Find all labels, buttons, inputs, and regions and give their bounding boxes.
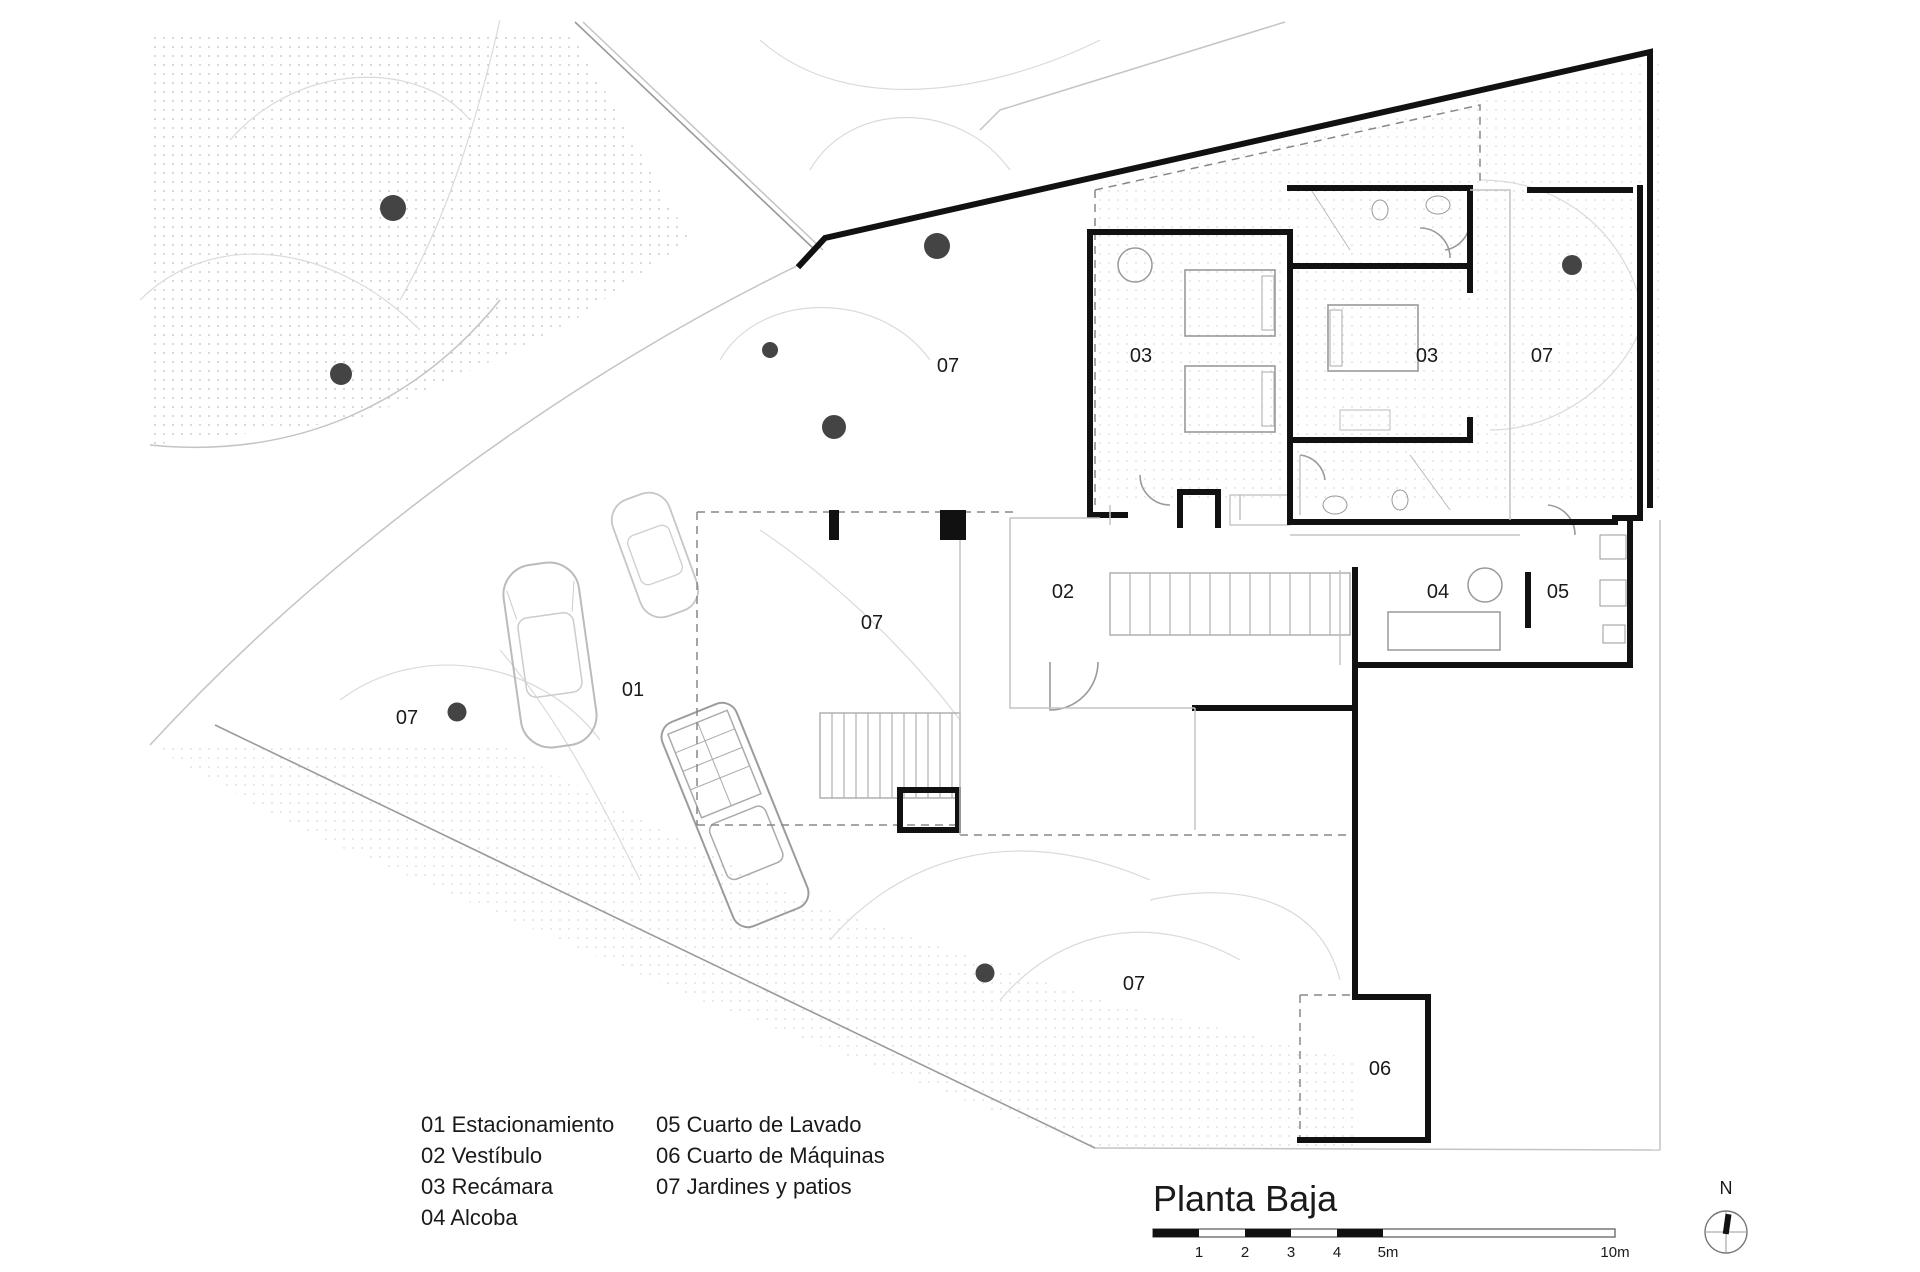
pickup-truck-icon — [660, 701, 810, 929]
north-label: N — [1720, 1178, 1733, 1198]
stairs-interior — [1109, 494, 1351, 636]
room-label-laundry: 05 — [1547, 581, 1569, 603]
tree-icon — [330, 363, 352, 385]
tree-icon — [1562, 255, 1582, 275]
room-label-alcove: 04 — [1427, 581, 1449, 603]
north-arrow-icon: N — [1704, 1178, 1748, 1254]
tree-icon — [380, 195, 406, 221]
scale-bar: 1 2 3 4 5m 10m — [1152, 1228, 1630, 1261]
room-label-parking: 01 — [622, 679, 644, 701]
room-label-machine-room: 06 — [1369, 1058, 1391, 1080]
bed-icon — [1184, 365, 1276, 433]
tree-icon — [762, 342, 778, 358]
room-label-bedroom-2: 03 — [1416, 345, 1438, 367]
roof-outline — [696, 104, 1481, 1140]
tree-icon — [924, 233, 950, 259]
legend-item: 07 Jardines y patios — [656, 1174, 852, 1199]
boundary-line-nw — [574, 21, 816, 251]
scale-label: 3 — [1287, 1244, 1295, 1261]
scale-label: 10m — [1600, 1244, 1629, 1261]
scale-label: 5m — [1378, 1244, 1399, 1261]
dotted-garden-ne — [1095, 60, 1660, 505]
legend-item: 03 Recámara — [421, 1174, 554, 1199]
site-landscape — [139, 19, 1661, 1151]
tree-icon — [447, 702, 467, 722]
room-label-bedroom-1: 03 — [1130, 345, 1152, 367]
boundary-line-sw — [214, 724, 1096, 1149]
dotted-garden-south — [150, 745, 1355, 1148]
stairs-exterior — [819, 712, 961, 799]
room-label-garden-court: 07 — [861, 612, 883, 634]
legend: 01 Estacionamiento 02 Vestíbulo 03 Recám… — [421, 1112, 885, 1230]
plan-title: Planta Baja — [1153, 1178, 1338, 1219]
furniture — [1049, 187, 1627, 711]
room-label-garden-north: 07 — [937, 355, 959, 377]
bed-icon — [1327, 304, 1419, 372]
legend-item: 04 Alcoba — [421, 1205, 518, 1230]
scale-label: 4 — [1333, 1244, 1341, 1261]
scale-label: 2 — [1241, 1244, 1249, 1261]
tree-icon — [822, 415, 846, 439]
sofa-icon — [1387, 611, 1501, 651]
dotted-garden-nw — [150, 30, 690, 445]
room-labels: 07 03 03 07 02 07 04 05 01 07 07 06 — [396, 345, 1569, 1080]
legend-item: 06 Cuarto de Máquinas — [656, 1143, 885, 1168]
car-icon — [610, 491, 700, 619]
parked-cars — [502, 491, 810, 929]
car-icon — [502, 561, 598, 749]
legend-item: 02 Vestíbulo — [421, 1143, 542, 1168]
room-label-garden-east: 07 — [1531, 345, 1553, 367]
room-label-garden-south: 07 — [1123, 973, 1145, 995]
scale-label: 1 — [1195, 1244, 1203, 1261]
room-label-vestibule: 02 — [1052, 581, 1074, 603]
walls — [795, 48, 1653, 1143]
legend-item: 05 Cuarto de Lavado — [656, 1112, 862, 1137]
tree-icon — [975, 963, 995, 983]
thin-partitions — [959, 189, 1520, 835]
room-label-garden-west: 07 — [396, 707, 418, 729]
legend-item: 01 Estacionamiento — [421, 1112, 614, 1137]
bed-icon — [1184, 269, 1276, 337]
